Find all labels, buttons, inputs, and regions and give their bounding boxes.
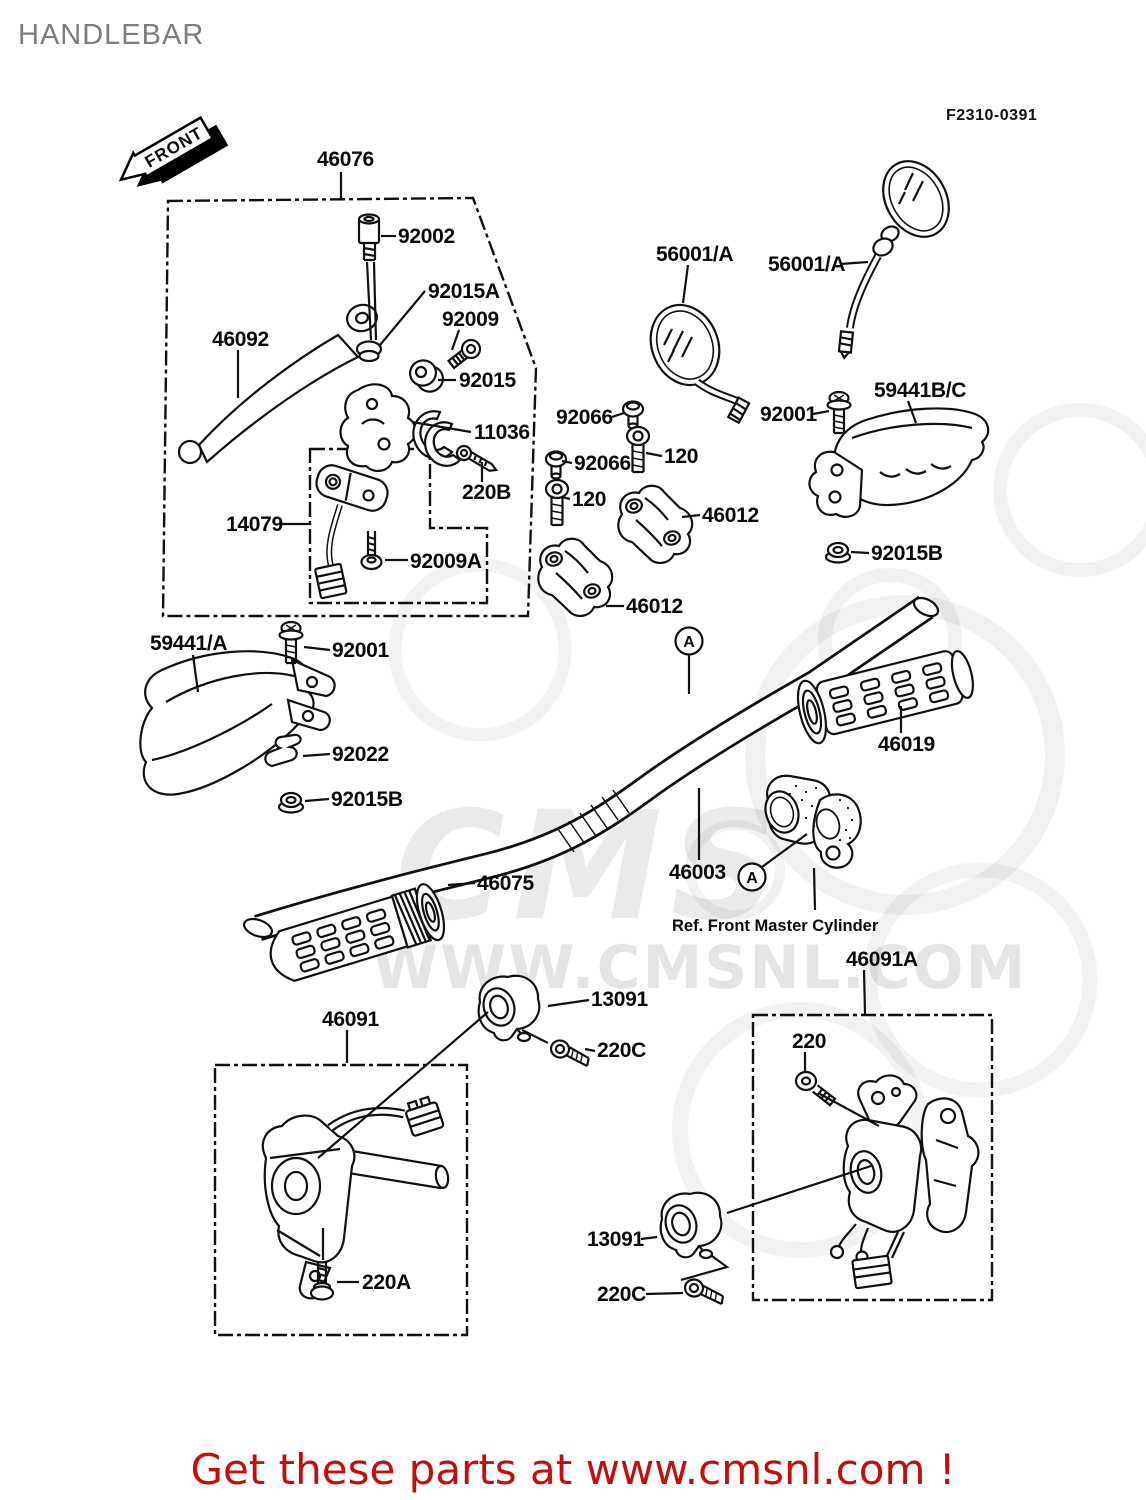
part-label-59441bc: 59441B/C: [874, 379, 966, 402]
screw-220c-upper: [547, 1037, 593, 1068]
part-label-220c-upper: 220C: [597, 1039, 646, 1062]
box-46091a: [751, 1013, 994, 1302]
section-marker-a-top: A: [683, 634, 695, 651]
hand-guard-right: [808, 407, 990, 518]
clamp-13091-lower: [659, 1191, 723, 1260]
box-46076: [161, 196, 538, 618]
ref-front-master-cylinder-note: Ref. Front Master Cylinder: [672, 917, 879, 935]
clip-92022: [264, 733, 302, 768]
front-direction-arrow: FRONT: [118, 115, 229, 187]
switch-assembly-left: [261, 1095, 450, 1300]
part-label-13091-upper: 13091: [591, 988, 649, 1011]
bolt-220b: [455, 444, 499, 472]
stipple-dots: [788, 784, 854, 842]
part-label-92009a: 92009A: [410, 550, 482, 573]
mirror-left: [649, 303, 751, 425]
part-label-92002: 92002: [398, 225, 455, 248]
part-label-46092: 46092: [212, 328, 269, 351]
screw-220a: [309, 1262, 335, 1301]
part-label-46012-lower: 46012: [626, 595, 683, 618]
part-label-11036: 11036: [474, 421, 530, 444]
screw-220c-lower: [682, 1276, 727, 1306]
part-label-46091a: 46091A: [846, 948, 918, 971]
part-label-220b: 220B: [462, 481, 511, 504]
part-label-14079: 14079: [226, 513, 283, 536]
washer-92015: [408, 359, 445, 393]
part-label-120-upper: 120: [664, 445, 698, 468]
mirror-right: [837, 160, 950, 360]
adjuster-11036: [412, 410, 462, 467]
part-label-92001-left: 92001: [332, 639, 390, 662]
assembly-boxes: [161, 196, 994, 1337]
part-labels: 46076 92002 92015A 92009 46092 92015 110…: [150, 148, 967, 1306]
bolt-92002: [357, 213, 381, 341]
clamp-46012-upper: [617, 484, 694, 565]
part-label-92015: 92015: [459, 369, 517, 392]
footer-banner-text: Get these parts at www.cmsnl.com !: [190, 1445, 955, 1494]
part-label-59441a: 59441/A: [150, 632, 227, 655]
part-label-46076: 46076: [317, 148, 374, 171]
knurl-marks: [557, 789, 630, 853]
cap-92066-upper: [621, 400, 645, 430]
part-label-92022: 92022: [332, 743, 389, 766]
part-label-56001a-right: 56001/A: [768, 253, 845, 276]
master-cylinder-clamp: [764, 774, 862, 869]
part-label-46003: 46003: [669, 861, 726, 884]
clamp-13091-upper: [477, 974, 541, 1043]
hand-guard-left: [139, 650, 336, 796]
handlebar-tube: [243, 595, 940, 941]
cap-92066-left: [544, 450, 568, 480]
part-label-92015b-right: 92015B: [871, 542, 943, 565]
part-label-220: 220: [792, 1030, 826, 1053]
bolt-120-left: [544, 478, 570, 527]
page-title: HANDLEBAR: [18, 19, 204, 51]
part-label-46019: 46019: [878, 733, 935, 756]
lever-holder: [339, 383, 417, 472]
part-label-92066-left: 92066: [574, 452, 631, 475]
screw-92009a: [360, 531, 383, 571]
part-label-56001a-left: 56001/A: [656, 243, 733, 266]
section-markers: A A: [674, 626, 767, 892]
watermark-url-text: WWW.CMSNL.COM: [372, 933, 1027, 1003]
part-label-46091: 46091: [322, 1008, 380, 1031]
grip-right-46019: [796, 650, 974, 745]
screw-92001-right: [826, 390, 852, 435]
part-label-92015a: 92015A: [428, 280, 500, 303]
nut-92015b-left: [277, 791, 305, 814]
part-label-13091-lower: 13091: [587, 1228, 645, 1251]
part-label-92001-right: 92001: [760, 403, 818, 426]
throttle-assembly-right: [794, 1070, 980, 1290]
box-46091: [213, 1063, 469, 1337]
part-label-92015b-left: 92015B: [331, 788, 403, 811]
bracket-14079: [314, 464, 389, 600]
section-marker-a-bottom: A: [746, 870, 758, 887]
nut-92015b-right: [824, 541, 852, 564]
nut-92015a: [355, 340, 383, 363]
bolt-92009: [446, 338, 482, 370]
part-label-120-left: 120: [572, 488, 606, 511]
part-label-220c-lower: 220C: [597, 1283, 646, 1306]
part-label-92066-upper: 92066: [556, 406, 613, 429]
clutch-lever-assembly: [177, 213, 499, 600]
part-label-92009: 92009: [442, 308, 499, 331]
grip-left-46075: [269, 883, 446, 983]
diagram-code: F2310-0391: [946, 107, 1037, 124]
part-label-220a: 220A: [362, 1271, 411, 1294]
leader-lines: [191, 172, 918, 1296]
part-label-46012-upper: 46012: [702, 504, 759, 527]
part-label-46075: 46075: [477, 872, 535, 895]
